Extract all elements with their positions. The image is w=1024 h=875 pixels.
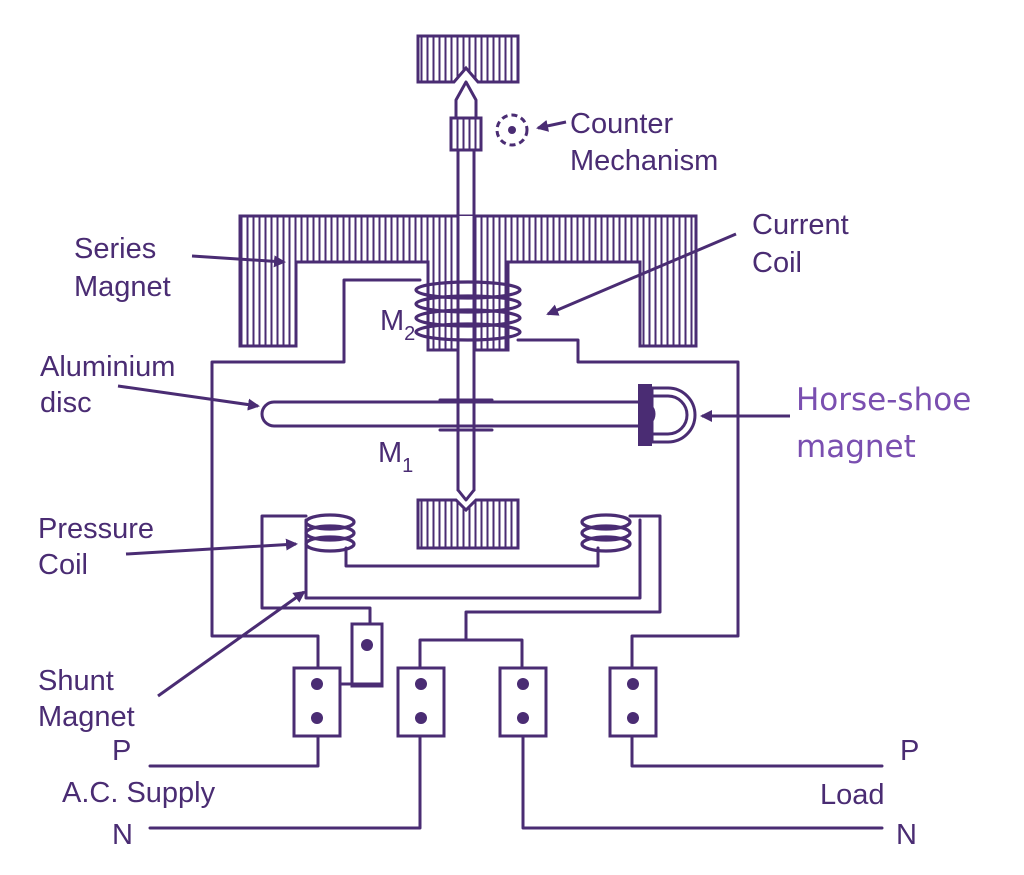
supply-load-leads: [148, 734, 884, 830]
n-right-label: N: [896, 819, 917, 851]
counter-arrow: [536, 120, 567, 132]
aluminium-disc-label-line2: disc: [40, 387, 92, 419]
pressure-coil-label-line1: Pressure: [38, 513, 154, 545]
horse-shoe-magnet: [638, 384, 697, 446]
series-magnet-label-line1: Series: [74, 233, 156, 265]
shunt-magnet-core: [304, 518, 642, 600]
horse-shoe-label-line1: Horse-shoe: [796, 382, 971, 418]
counter-label-line1: Counter: [570, 108, 674, 140]
terminal-block-1: [292, 666, 342, 738]
current-coil-label-line1: Current: [752, 209, 849, 241]
p-left-label: P: [112, 735, 131, 767]
n-left-label: N: [112, 819, 133, 851]
series-magnet: [238, 214, 698, 354]
current-coil: [414, 280, 522, 342]
current-coil-label-line2: Coil: [752, 247, 802, 279]
top-hatched-block: [416, 34, 520, 84]
series-magnet-label-line2: Magnet: [74, 271, 171, 303]
load-label: Load: [820, 779, 885, 811]
pressure-coil-left: [304, 513, 356, 553]
ac-supply-label: A.C. Supply: [62, 777, 216, 809]
shunt-magnet-label-line2: Magnet: [38, 701, 135, 733]
aluminium-disc-label-line1: Aluminium: [40, 351, 175, 383]
m2-label: M2: [380, 305, 415, 345]
m1-label: M1: [378, 437, 413, 477]
terminal-block-4: [608, 666, 658, 738]
pressure-coil-label-line2: Coil: [38, 549, 88, 581]
pointer-arrows: [117, 232, 790, 698]
shunt-magnet-label-line1: Shunt: [38, 665, 114, 697]
aluminium-disc: [260, 398, 656, 432]
p-right-label: P: [900, 735, 919, 767]
counter-label-line2: Mechanism: [570, 145, 718, 177]
counter-mechanism-icon: [495, 113, 529, 147]
pressure-coil-right: [580, 513, 632, 553]
terminal-block-2: [396, 666, 446, 738]
horse-shoe-label-line2: magnet: [796, 429, 916, 465]
bottom-hatched-block: [416, 498, 520, 550]
terminal-block-3: [498, 666, 548, 738]
